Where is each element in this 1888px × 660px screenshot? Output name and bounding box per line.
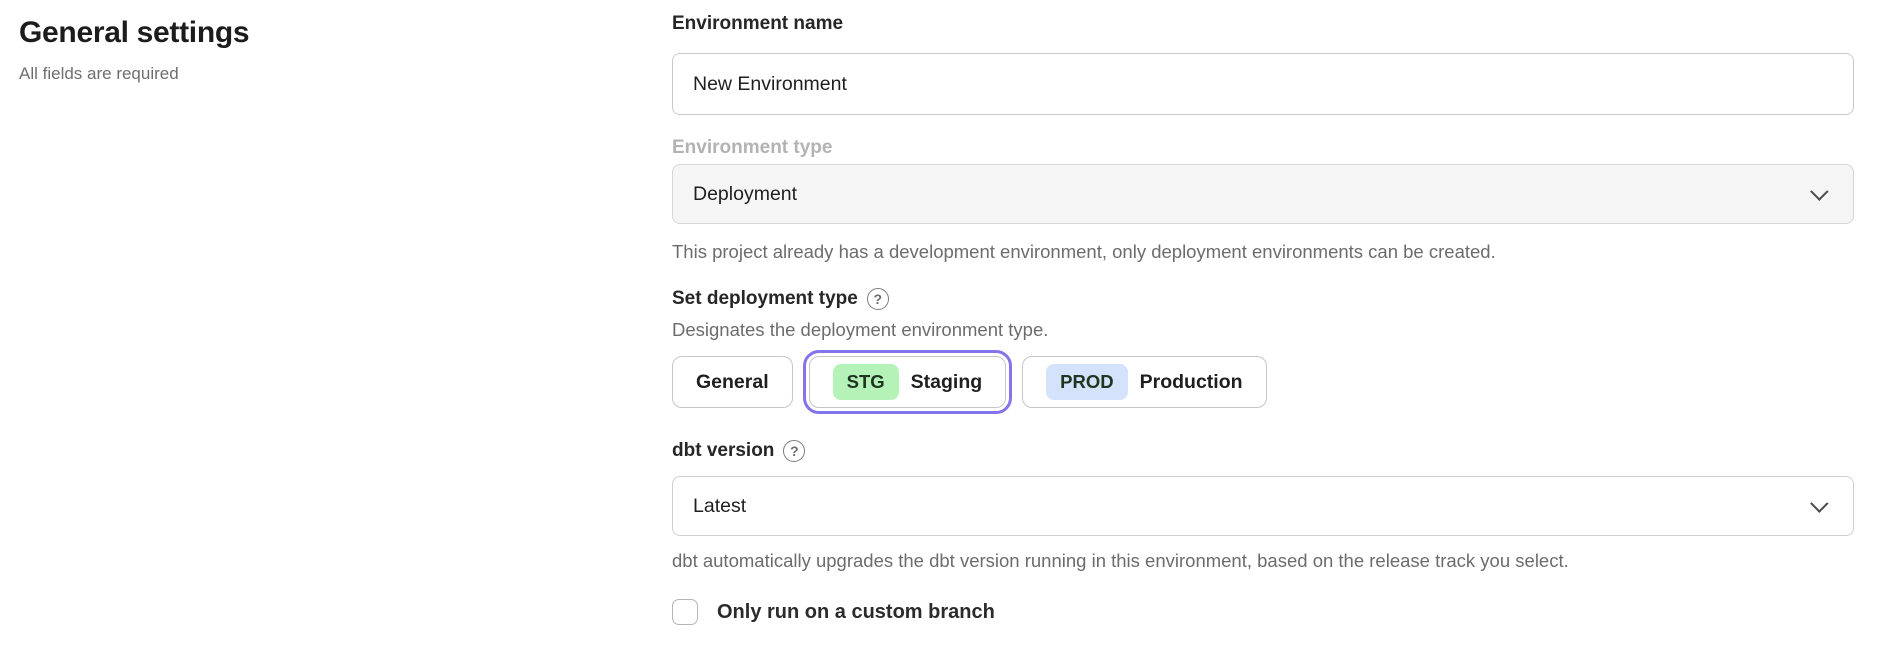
- chevron-down-icon: [1810, 493, 1829, 513]
- deployment-type-general-button[interactable]: General: [672, 356, 793, 408]
- help-icon[interactable]: ?: [783, 440, 806, 462]
- dbt-version-helper: dbt automatically upgrades the dbt versi…: [672, 550, 1569, 571]
- deployment-type-staging-button[interactable]: STG Staging: [802, 350, 1013, 414]
- page-header: General settings All fields are required: [19, 16, 619, 84]
- dbt-version-label: dbt version: [672, 440, 775, 461]
- dbt-version-select[interactable]: Latest: [672, 476, 1854, 536]
- deployment-type-section: Set deployment type ?: [672, 286, 1854, 312]
- environment-type-value: Deployment: [693, 182, 798, 205]
- environment-name-label: Environment name: [672, 13, 844, 34]
- deployment-type-production-button[interactable]: PROD Production: [1022, 356, 1267, 408]
- deployment-type-staging-label: Staging: [910, 370, 983, 393]
- staging-badge: STG: [832, 364, 899, 400]
- dbt-version-value: Latest: [693, 494, 747, 517]
- page-title: General settings: [19, 16, 250, 49]
- deployment-type-general-label: General: [696, 370, 769, 393]
- environment-form: Environment name Environment type Deploy…: [672, 0, 1854, 625]
- dbt-version-section: dbt version ?: [672, 438, 1854, 464]
- deployment-type-options: General STG Staging PROD Production: [672, 350, 1854, 414]
- deployment-type-helper: Designates the deployment environment ty…: [672, 319, 1049, 340]
- custom-branch-checkbox[interactable]: [672, 599, 698, 625]
- environment-type-label: Environment type: [672, 137, 833, 158]
- production-badge: PROD: [1046, 364, 1128, 400]
- environment-name-input[interactable]: [672, 53, 1854, 115]
- page-subtitle: All fields are required: [19, 64, 179, 83]
- environment-type-select[interactable]: Deployment: [672, 164, 1854, 224]
- chevron-down-icon: [1810, 181, 1829, 201]
- custom-branch-row[interactable]: Only run on a custom branch: [672, 599, 1854, 625]
- environment-type-helper: This project already has a development e…: [672, 241, 1496, 262]
- deployment-type-production-label: Production: [1139, 370, 1243, 393]
- help-icon[interactable]: ?: [866, 288, 889, 310]
- deployment-type-label: Set deployment type: [672, 288, 858, 309]
- custom-branch-label: Only run on a custom branch: [717, 600, 995, 623]
